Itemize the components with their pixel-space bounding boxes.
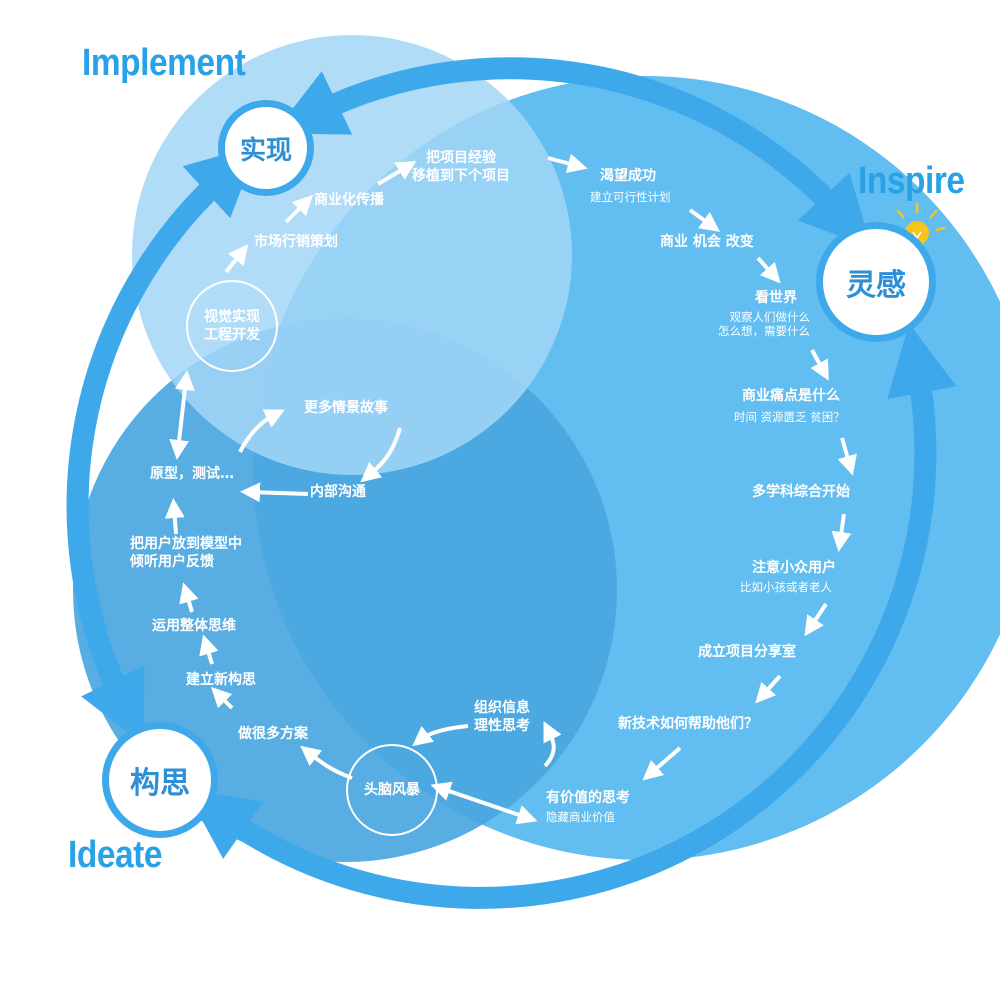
flow-arrows	[164, 153, 857, 825]
arrow-icon	[164, 498, 185, 535]
organize-line1: 组织信息	[474, 700, 530, 716]
arrow-icon	[240, 482, 309, 503]
many-options-label: 做很多方案	[238, 726, 308, 742]
visual-engineering-node: 视觉实现 工程开发	[186, 280, 278, 372]
arrow-icon	[300, 745, 353, 780]
minority-users-label: 注意小众用户	[752, 560, 836, 576]
ideate-title: Ideate	[68, 834, 163, 876]
business-change-label: 商业 机会 改变	[660, 234, 754, 250]
internal-comm-label: 内部沟通	[310, 484, 366, 500]
more-stories-label: 更多情景故事	[304, 400, 388, 416]
observe-line2: 怎么想，需要什么	[718, 324, 810, 339]
cycle-arrow-inspire-to-ideate	[185, 323, 957, 909]
project-room-label: 成立项目分享室	[698, 644, 796, 660]
ideate-node: 构思	[102, 722, 218, 838]
organize-label: 组织信息 理性思考	[474, 700, 530, 735]
arrow-icon	[642, 746, 682, 781]
transfer-line1: 把项目经验	[426, 150, 496, 166]
arrow-icon	[543, 721, 562, 768]
valuable-thinking-label: 有价值的思考	[546, 790, 630, 806]
arrow-icon	[169, 370, 195, 460]
prototype-label: 原型，测试…	[150, 466, 234, 482]
new-concept-label: 建立新构思	[186, 672, 256, 688]
arrow-icon	[238, 409, 285, 453]
pain-point-label: 商业痛点是什么	[742, 388, 840, 404]
arrow-icon	[412, 724, 469, 747]
visual-eng-line2: 工程开发	[204, 327, 260, 343]
brainstorm-label: 头脑风暴	[364, 781, 420, 798]
see-world-label: 看世界	[755, 290, 797, 306]
brainstorm-node: 头脑风暴	[346, 744, 438, 836]
user-model-line2: 倾听用户反馈	[130, 553, 214, 570]
implement-title: Implement	[82, 42, 246, 84]
transfer-line2: 移植到下个项目	[412, 167, 510, 184]
ideate-node-label: 构思	[130, 766, 190, 801]
feasible-plan-label: 建立可行性计划	[590, 190, 671, 204]
eager-success-label: 渴望成功	[600, 168, 656, 184]
arrow-icon	[284, 194, 314, 224]
pain-detail-label: 时间 资源匮乏 贫困？	[734, 410, 845, 424]
arrow-icon	[179, 582, 199, 613]
new-tech-label: 新技术如何帮助他们？	[618, 716, 758, 732]
holistic-label: 运用整体思维	[152, 618, 236, 634]
arrow-icon	[837, 437, 857, 476]
arrow-icon	[755, 674, 782, 704]
implement-node: 实现	[218, 100, 314, 196]
multidisciplinary-label: 多学科综合开始	[752, 484, 850, 500]
implement-node-label: 实现	[239, 135, 292, 166]
user-model-label: 把用户放到模型中 倾听用户反馈	[130, 536, 242, 571]
arrow-icon	[224, 244, 249, 274]
user-model-line1: 把用户放到模型中	[130, 536, 242, 552]
arrow-icon	[810, 349, 829, 381]
hidden-value-label: 隐藏商业价值	[546, 810, 615, 824]
cycle-arrow-ideate-to-implement	[66, 144, 259, 745]
transfer-label: 把项目经验 移植到下个项目	[412, 150, 510, 185]
inspire-node-label: 灵感	[846, 268, 906, 303]
arrow-icon	[430, 781, 538, 825]
inspire-node: 灵感	[816, 222, 936, 342]
arrow-icon	[360, 427, 402, 483]
arrow-icon	[199, 634, 219, 665]
visual-eng-line1: 视觉实现	[204, 308, 260, 325]
observe-line1: 观察人们做什么	[729, 310, 811, 324]
observe-label: 观察人们做什么 怎么想，需要什么	[706, 310, 810, 339]
arrow-icon	[547, 153, 588, 174]
arrow-icon	[831, 513, 852, 552]
inspire-title: Inspire	[858, 160, 965, 202]
arrow-icon	[756, 256, 781, 284]
arrow-icon	[210, 686, 234, 710]
arrow-icon	[376, 160, 417, 186]
arrow-icon	[688, 208, 721, 232]
commercial-label: 商业化传播	[314, 192, 384, 208]
organize-line2: 理性思考	[474, 717, 530, 734]
cycle-arrow-implement-to-inspire	[273, 57, 872, 249]
arrow-icon	[804, 602, 828, 637]
minority-detail-label: 比如小孩或者老人	[740, 580, 832, 594]
marketing-label: 市场行销策划	[254, 234, 338, 250]
